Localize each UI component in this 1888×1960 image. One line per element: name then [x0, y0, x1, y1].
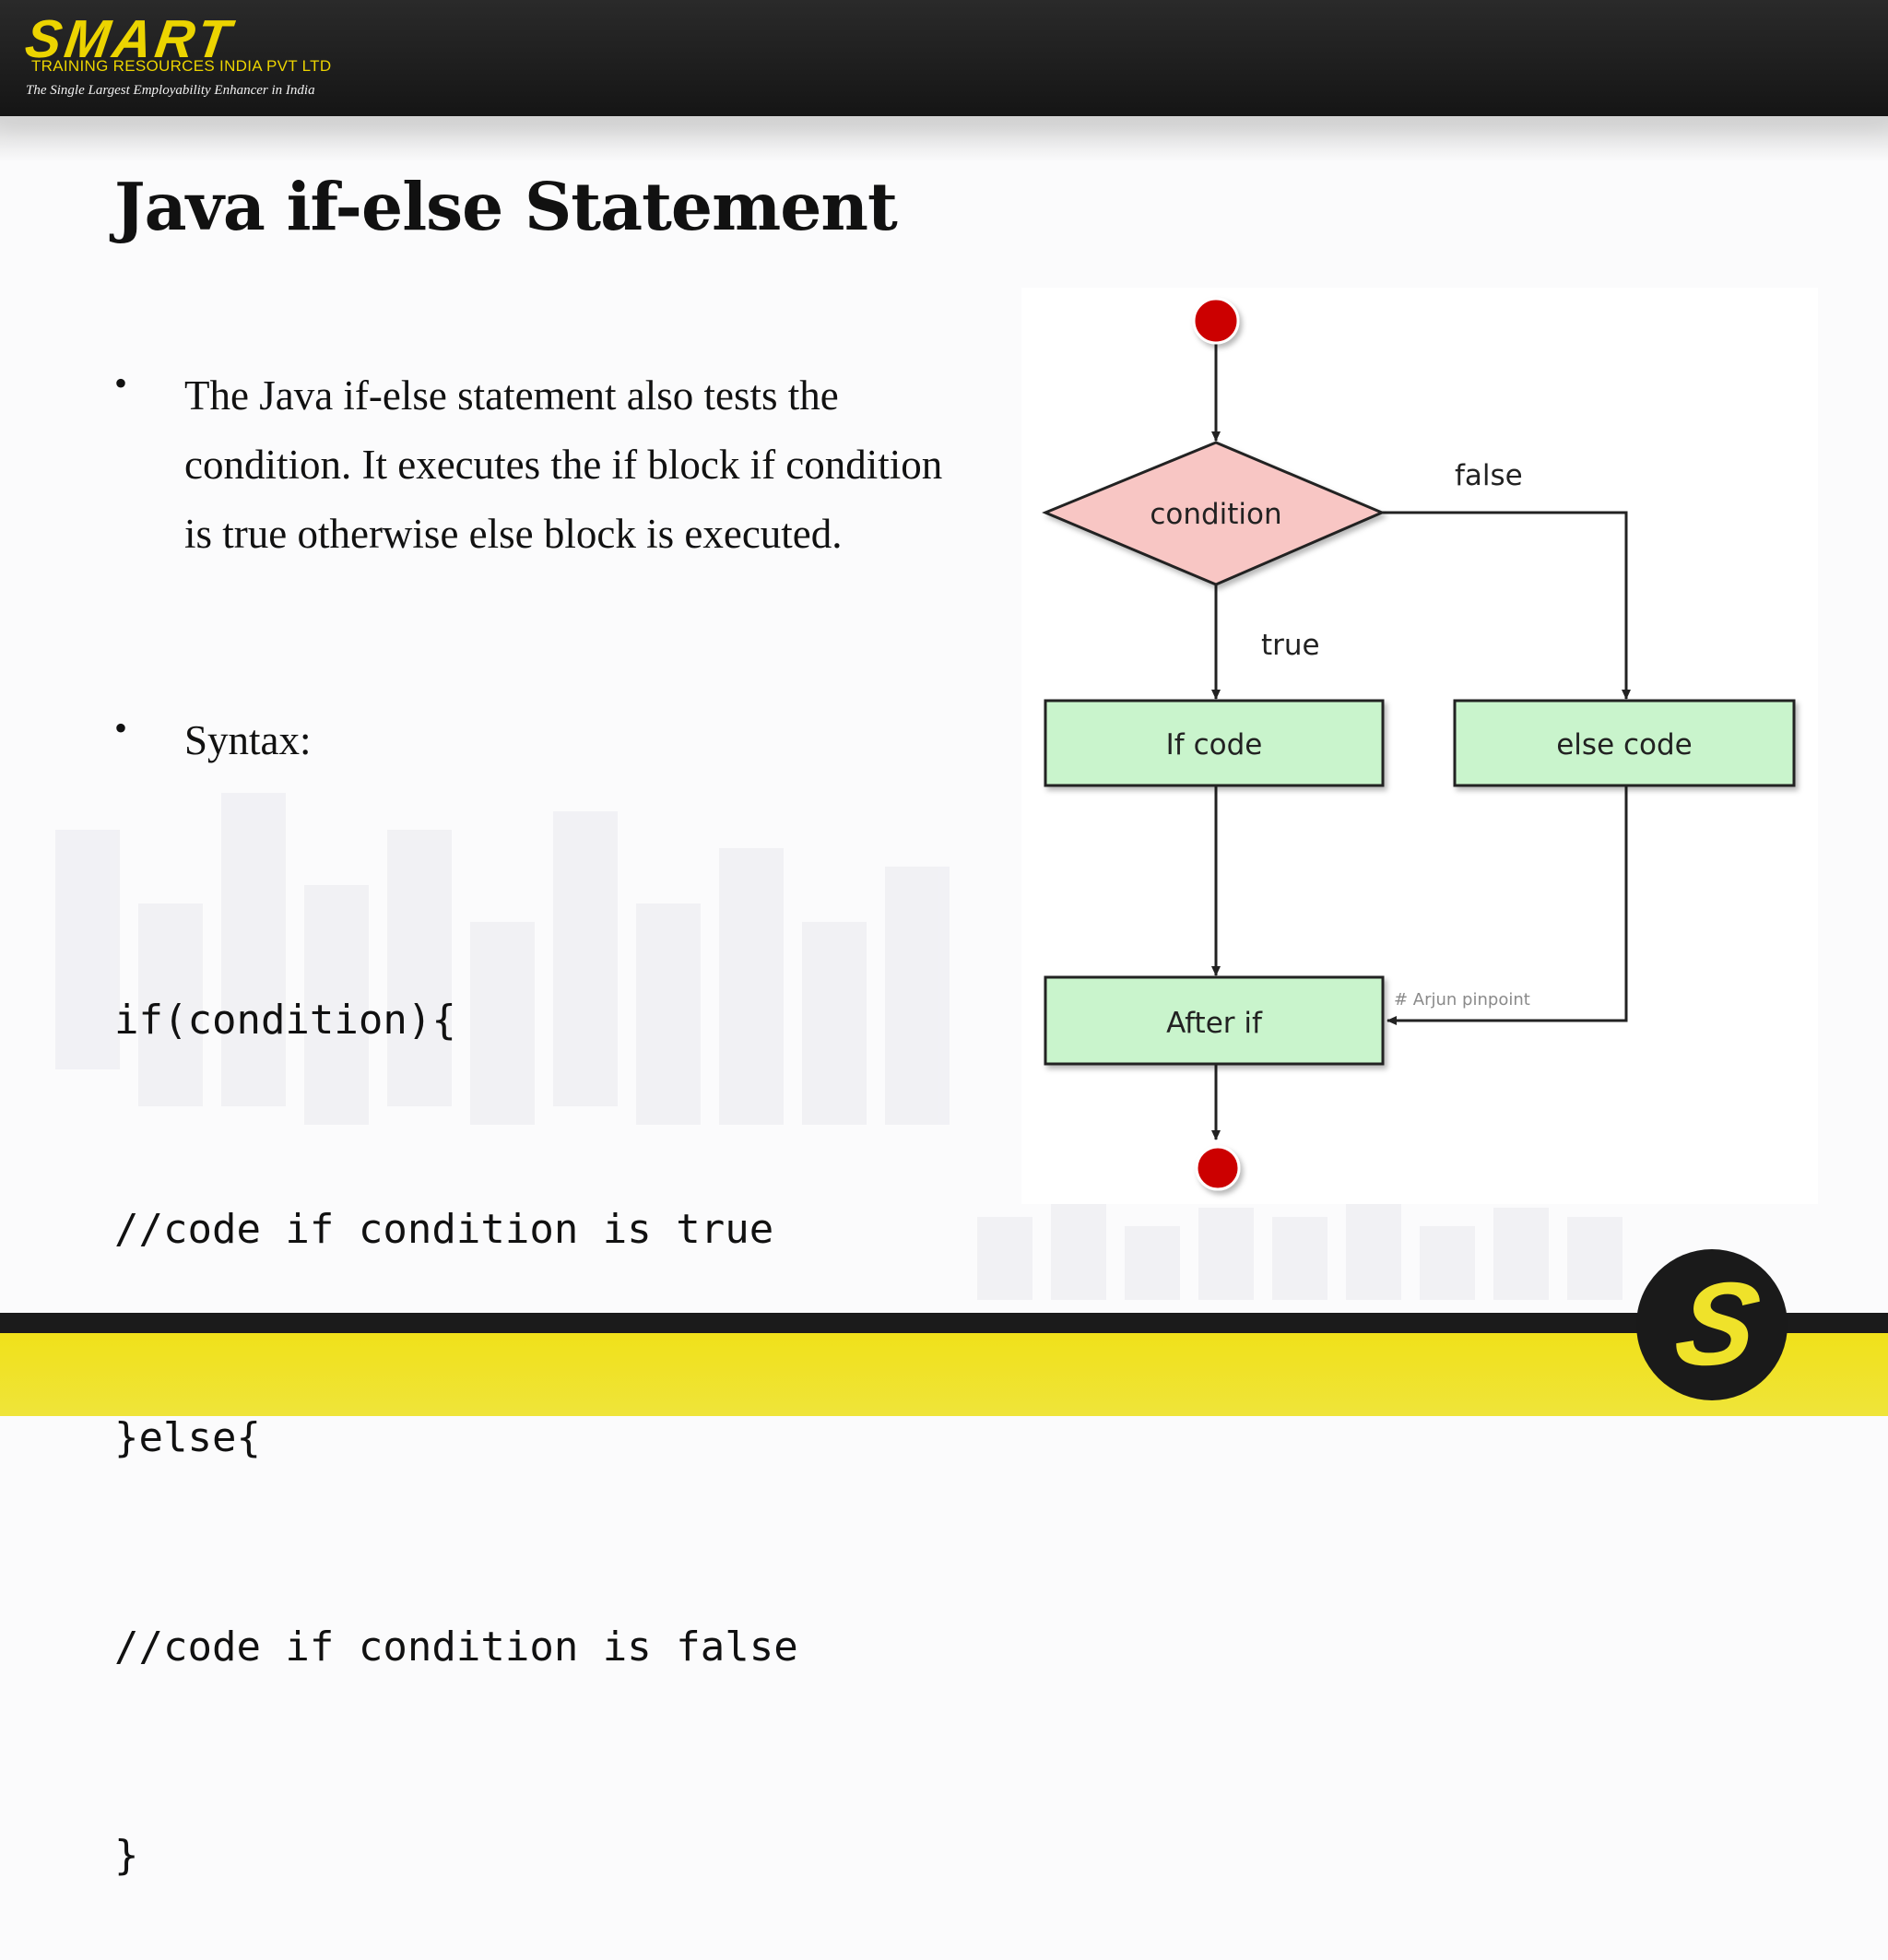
footer-dark-band [0, 1313, 1888, 1333]
company-logo: SMART TRAINING RESOURCES INDIA PVT LTD T… [22, 9, 339, 109]
flowchart: condition false true If code else code A… [1021, 288, 1818, 1204]
header-bar: SMART TRAINING RESOURCES INDIA PVT LTD T… [0, 0, 1888, 116]
bullet-text: Syntax: [184, 717, 312, 763]
condition-label: condition [1150, 498, 1281, 531]
if-code-label: If code [1166, 728, 1263, 762]
code-line: //code if condition is true [114, 1205, 774, 1253]
if-code-box [1044, 699, 1385, 787]
bullet-marker: • [114, 362, 128, 404]
logo-company-name: TRAINING RESOURCES INDIA PVT LTD [31, 57, 332, 75]
arrow-condition-to-else [1382, 511, 1631, 700]
false-label: false [1455, 459, 1523, 492]
code-line: //code if condition is false [114, 1623, 798, 1671]
arrow-else-to-after [1386, 785, 1628, 1025]
background-texture [0, 0, 1888, 1416]
bullet-text: The Java if-else statement also tests th… [184, 372, 943, 557]
after-if-label: After if [1166, 1007, 1263, 1040]
code-line: } [114, 1832, 139, 1879]
diagram-watermark: # Arjun pinpoint [1394, 990, 1530, 1010]
footer-s-logo: S [1636, 1249, 1788, 1400]
footer-yellow-band [0, 1333, 1888, 1416]
bullet-marker: • [114, 707, 128, 749]
code-line: if(condition){ [114, 997, 456, 1044]
header-shadow [0, 116, 1888, 162]
after-if-box [1044, 975, 1385, 1066]
condition-diamond [1042, 441, 1386, 586]
true-label: true [1261, 629, 1320, 662]
logo-tagline: The Single Largest Employability Enhance… [26, 83, 315, 98]
else-code-label: else code [1556, 728, 1693, 762]
else-code-box [1453, 699, 1796, 787]
start-node [1192, 297, 1240, 345]
end-node [1195, 1145, 1241, 1191]
slide-title: Java if-else Statement [114, 168, 898, 245]
